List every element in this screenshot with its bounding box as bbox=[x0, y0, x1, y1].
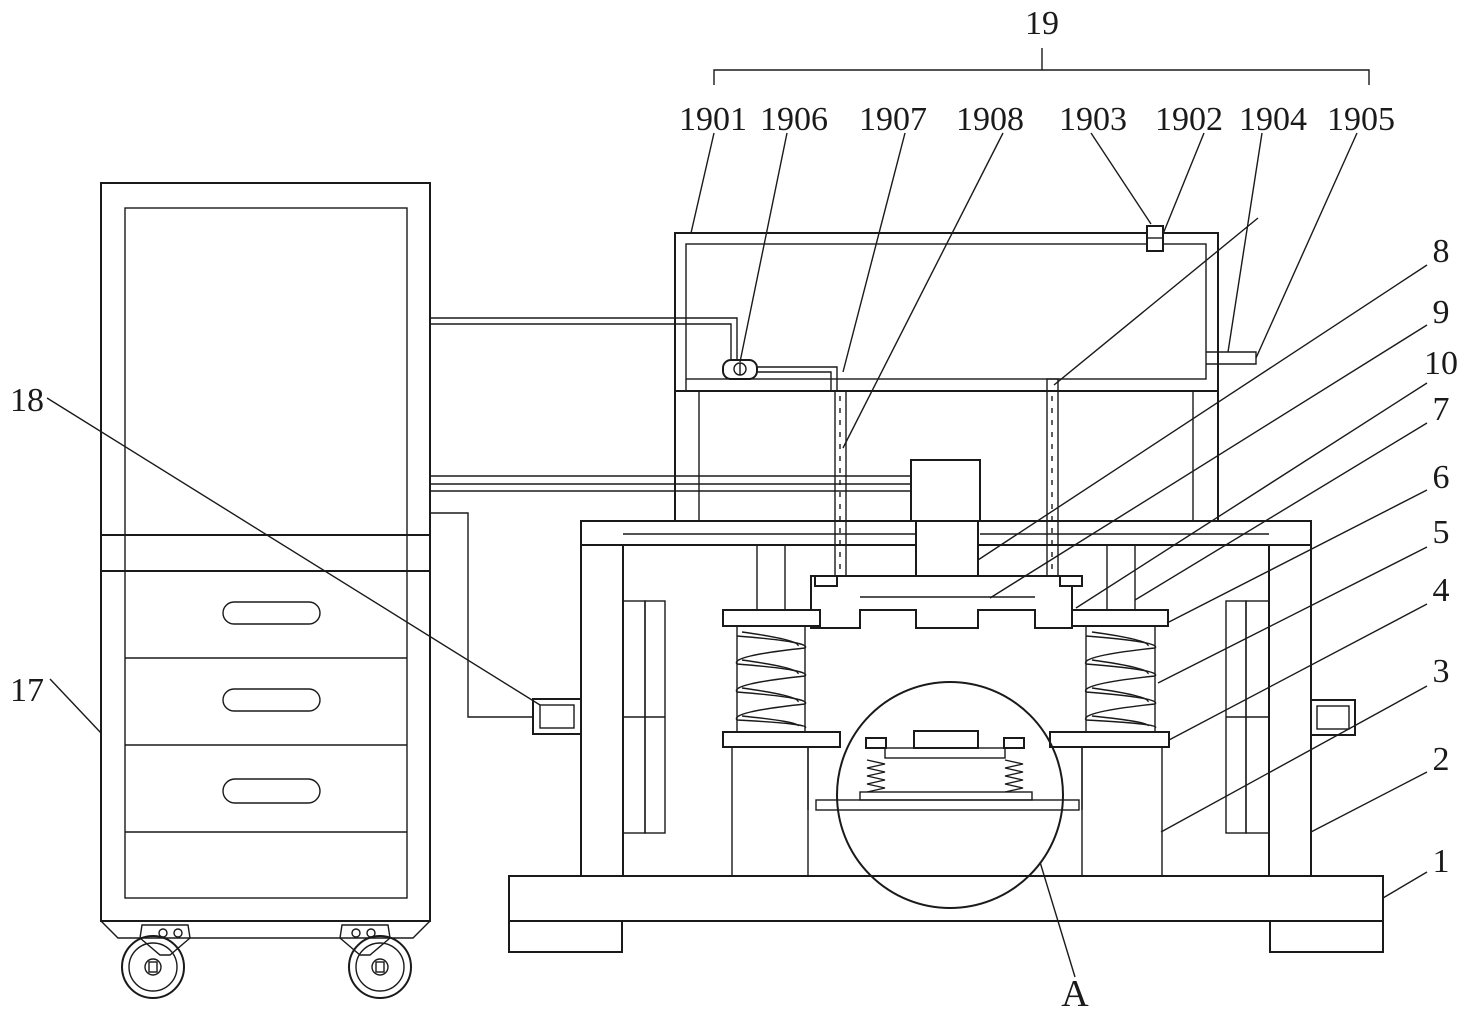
connecting-cables bbox=[430, 318, 911, 717]
label-19: 19 bbox=[1025, 5, 1059, 42]
label-1903: 1903 bbox=[1059, 101, 1127, 138]
caster-wheel-right bbox=[340, 925, 411, 998]
label-2: 2 bbox=[1433, 741, 1450, 778]
label-1908: 1908 bbox=[956, 101, 1024, 138]
label-1: 1 bbox=[1433, 843, 1450, 880]
side-sensor-left bbox=[533, 699, 581, 734]
label-1906: 1906 bbox=[760, 101, 828, 138]
label-18: 18 bbox=[10, 382, 44, 419]
label-a: A bbox=[1061, 973, 1089, 1015]
caster-wheel-left bbox=[122, 925, 190, 998]
label-1901: 1901 bbox=[679, 101, 747, 138]
label-3: 3 bbox=[1433, 653, 1450, 690]
label-10: 10 bbox=[1424, 345, 1458, 382]
label-4: 4 bbox=[1433, 572, 1450, 609]
label-1902: 1902 bbox=[1155, 101, 1223, 138]
label-9: 9 bbox=[1433, 294, 1450, 331]
label-8: 8 bbox=[1433, 233, 1450, 270]
label-1907: 1907 bbox=[859, 101, 927, 138]
label-6: 6 bbox=[1433, 459, 1450, 496]
label-7: 7 bbox=[1433, 391, 1450, 428]
base-plate bbox=[509, 876, 1383, 952]
control-cabinet bbox=[101, 183, 430, 938]
label-1904: 1904 bbox=[1239, 101, 1307, 138]
label-17: 17 bbox=[10, 672, 44, 709]
detail-a-region bbox=[808, 682, 1082, 908]
label-1905: 1905 bbox=[1327, 101, 1395, 138]
label-5: 5 bbox=[1433, 514, 1450, 551]
